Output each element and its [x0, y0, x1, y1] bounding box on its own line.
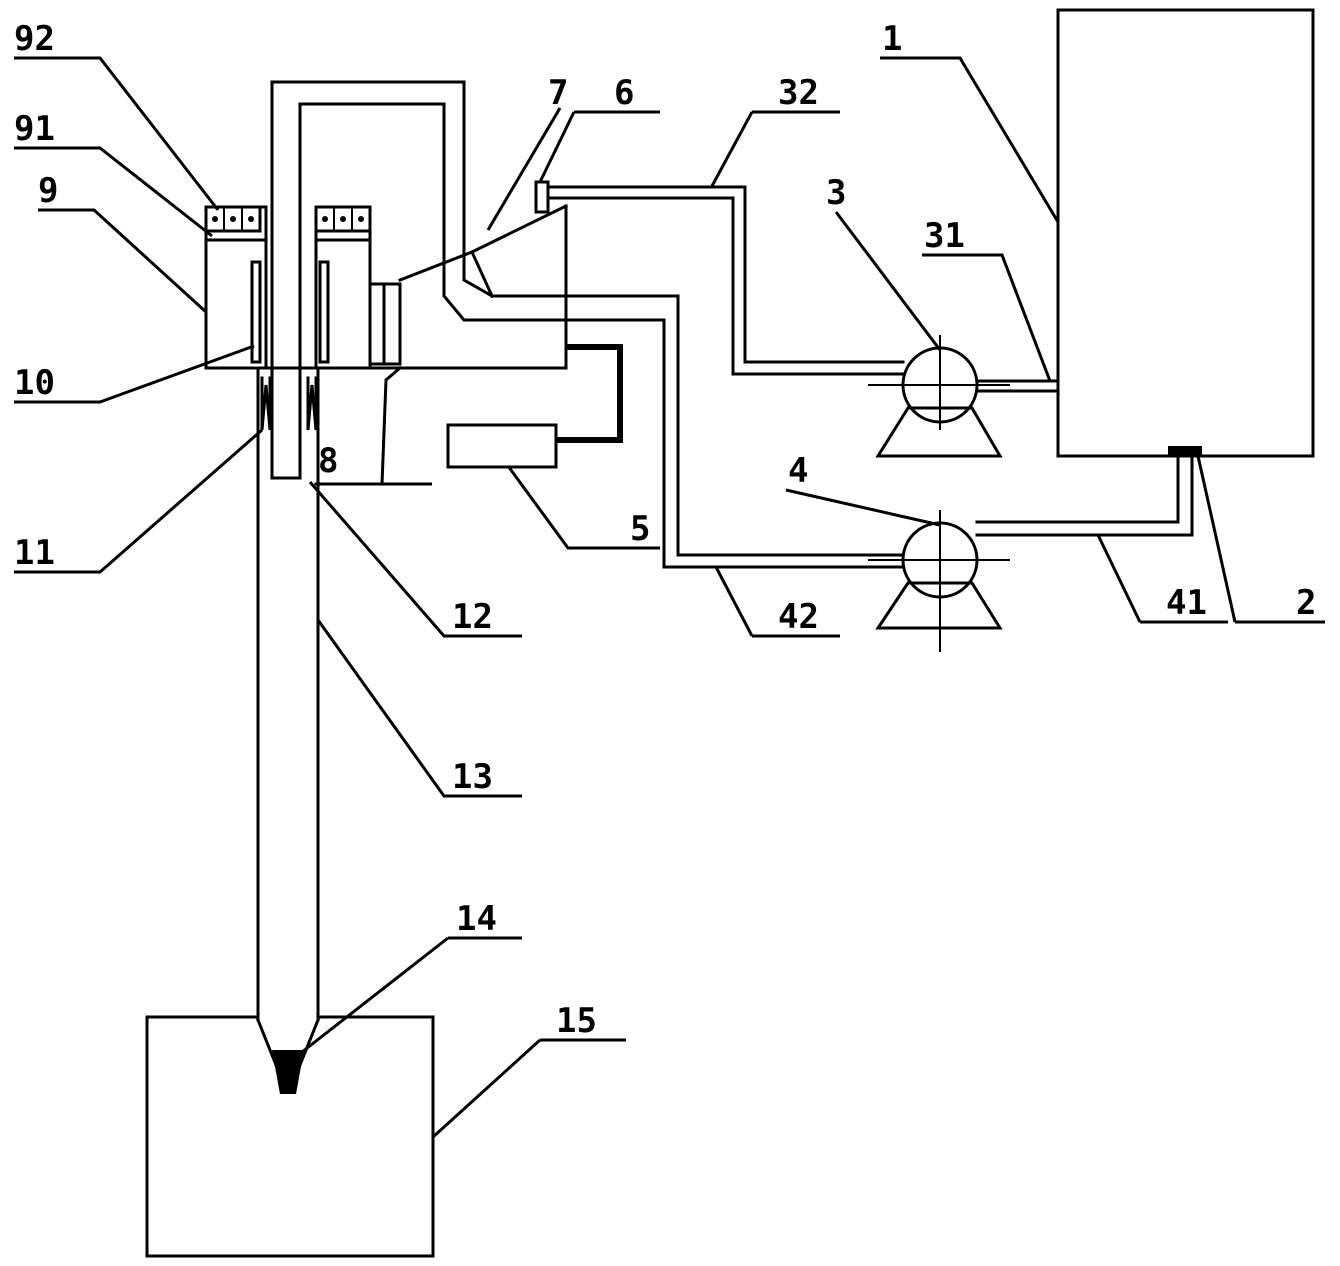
label-3: 3 — [826, 173, 846, 213]
label-15: 15 — [556, 1001, 597, 1041]
controller-cable — [556, 344, 623, 443]
housing-7 — [368, 203, 569, 370]
label-14: 14 — [456, 899, 497, 939]
label-32: 32 — [778, 73, 819, 113]
label-92: 92 — [14, 19, 55, 59]
label-10: 10 — [14, 363, 55, 403]
label-13: 13 — [452, 757, 493, 797]
label-41: 41 — [1166, 583, 1207, 623]
pump-3 — [868, 335, 1010, 458]
tip-14 — [272, 1050, 304, 1094]
label-2: 2 — [1296, 583, 1316, 623]
label-91: 91 — [14, 109, 55, 149]
pipe-42 — [490, 294, 905, 569]
label-9: 9 — [38, 171, 58, 211]
label-8: 8 — [318, 441, 338, 481]
label-1: 1 — [882, 19, 902, 59]
pump-4 — [868, 510, 1010, 652]
controller-5 — [446, 423, 558, 469]
label-31: 31 — [924, 216, 965, 256]
part-10 — [250, 260, 330, 364]
port-6 — [534, 180, 550, 214]
label-5: 5 — [630, 509, 650, 549]
part-12 — [270, 80, 495, 480]
pipe-41 — [975, 454, 1194, 537]
bottom-outlet-2 — [1168, 446, 1202, 456]
part-92 — [204, 205, 372, 233]
pipe-32 — [546, 185, 905, 376]
probe-13 — [256, 366, 320, 1067]
label-4: 4 — [788, 451, 808, 491]
part-11 — [260, 376, 318, 431]
label-7: 7 — [548, 73, 568, 113]
leader-lines — [14, 56, 1325, 1139]
label-11: 11 — [14, 533, 55, 573]
label-12: 12 — [452, 597, 493, 637]
container-15 — [145, 1015, 435, 1258]
label-6: 6 — [614, 73, 634, 113]
pipe-31 — [975, 379, 1060, 393]
label-42: 42 — [778, 597, 819, 637]
tank-1 — [1056, 8, 1315, 458]
